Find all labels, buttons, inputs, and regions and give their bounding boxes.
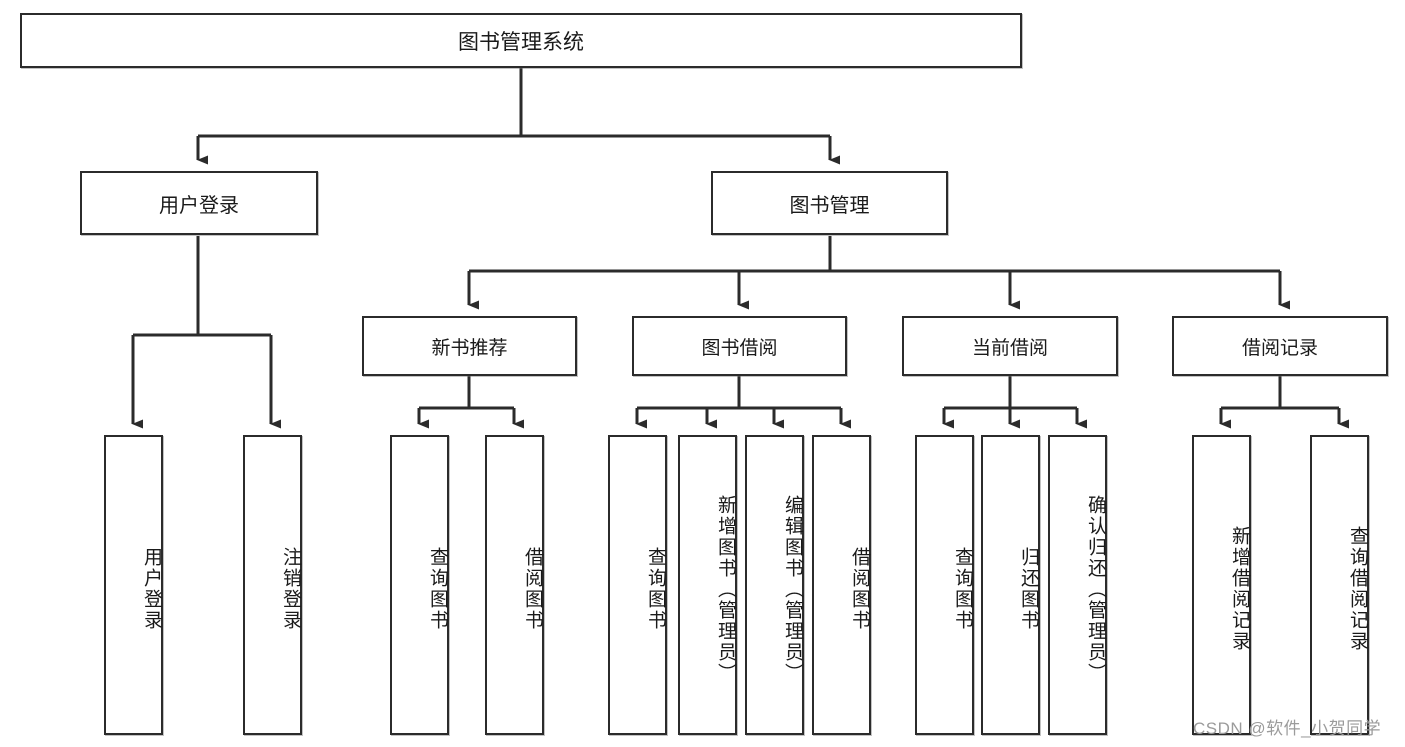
node-user-login[interactable]: 用户登录 — [80, 171, 318, 235]
leaf-recommend-query-book[interactable]: 查询图书 — [390, 435, 449, 735]
node-book-borrow[interactable]: 图书借阅 — [632, 316, 847, 376]
leaf-user-login-signout[interactable]: 注销登录 — [243, 435, 302, 735]
leaf-label: 借阅图书 — [522, 547, 543, 631]
leaf-borrow-edit-book-admin[interactable]: 编辑图书（管理员） — [745, 435, 804, 735]
leaf-label: 查询图书 — [952, 547, 973, 631]
leaf-user-login-signin[interactable]: 用户登录 — [104, 435, 163, 735]
node-current-borrow[interactable]: 当前借阅 — [902, 316, 1118, 376]
leaf-label: 新增图书（管理员） — [715, 494, 736, 684]
leaf-label: 查询图书 — [427, 547, 448, 631]
leaf-current-query-book[interactable]: 查询图书 — [915, 435, 974, 735]
leaf-recommend-borrow-book[interactable]: 借阅图书 — [485, 435, 544, 735]
leaf-label: 查询图书 — [645, 547, 666, 631]
leaf-label: 确认归还（管理员） — [1085, 494, 1106, 684]
node-root-label: 图书管理系统 — [458, 30, 584, 54]
leaf-label: 新增借阅记录 — [1229, 526, 1250, 652]
leaf-record-query-record[interactable]: 查询借阅记录 — [1310, 435, 1369, 735]
leaf-label: 编辑图书（管理员） — [782, 494, 803, 684]
watermark: CSDN @软件_小贺同学 — [1193, 719, 1382, 738]
node-user-login-label: 用户登录 — [159, 194, 239, 217]
node-new-book-recommend[interactable]: 新书推荐 — [362, 316, 577, 376]
node-borrow-record-label: 借阅记录 — [1241, 337, 1318, 359]
leaf-label: 借阅图书 — [849, 547, 870, 631]
leaf-label: 归还图书 — [1018, 547, 1039, 631]
leaf-current-confirm-return-admin[interactable]: 确认归还（管理员） — [1048, 435, 1107, 735]
node-new-book-recommend-label: 新书推荐 — [431, 337, 508, 359]
leaf-record-add-record[interactable]: 新增借阅记录 — [1192, 435, 1251, 735]
leaf-label: 查询借阅记录 — [1347, 526, 1368, 652]
leaf-borrow-query-book[interactable]: 查询图书 — [608, 435, 667, 735]
leaf-borrow-borrow-book[interactable]: 借阅图书 — [812, 435, 871, 735]
node-book-management-label: 图书管理 — [789, 194, 870, 217]
node-root[interactable]: 图书管理系统 — [20, 13, 1022, 68]
node-book-management[interactable]: 图书管理 — [711, 171, 948, 235]
node-borrow-record[interactable]: 借阅记录 — [1172, 316, 1388, 376]
node-current-borrow-label: 当前借阅 — [971, 337, 1048, 359]
leaf-label: 注销登录 — [280, 547, 301, 631]
leaf-current-return-book[interactable]: 归还图书 — [981, 435, 1040, 735]
leaf-label: 用户登录 — [141, 547, 162, 631]
node-book-borrow-label: 图书借阅 — [701, 337, 778, 359]
leaf-borrow-add-book-admin[interactable]: 新增图书（管理员） — [678, 435, 737, 735]
